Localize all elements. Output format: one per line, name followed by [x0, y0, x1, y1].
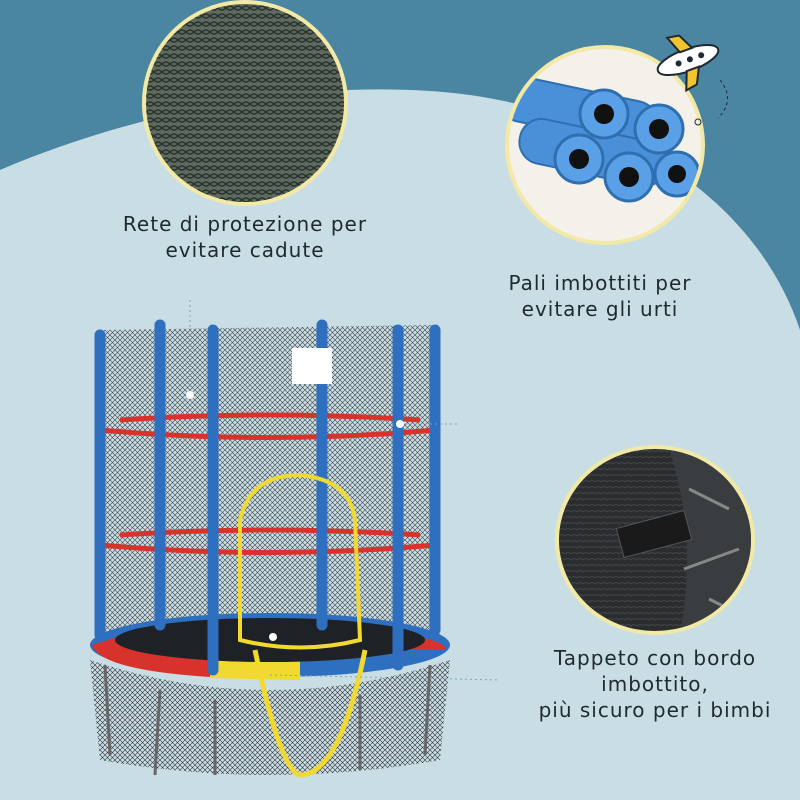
- caption-line: più sicuro per i bimbi: [538, 698, 772, 722]
- airplane-icon: [656, 34, 728, 126]
- caption-line: evitare gli urti: [521, 297, 679, 321]
- caption-net: Rete di protezione per evitare cadute: [95, 211, 395, 263]
- caption-line: Rete di protezione per: [122, 212, 368, 236]
- caption-line: Tappeto con bordo: [553, 646, 757, 670]
- caption-pad: Tappeto con bordo imbottito, più sicuro …: [505, 645, 800, 723]
- safety-net-closeup: [142, 0, 348, 206]
- caption-line: Pali imbottiti per: [508, 271, 692, 295]
- caption-line: evitare cadute: [165, 238, 325, 262]
- foam-padded-poles: [505, 45, 705, 245]
- padded-edge-closeup: [555, 445, 755, 635]
- caption-line: imbottito,: [601, 672, 709, 696]
- caption-poles: Pali imbottiti per evitare gli urti: [450, 270, 750, 322]
